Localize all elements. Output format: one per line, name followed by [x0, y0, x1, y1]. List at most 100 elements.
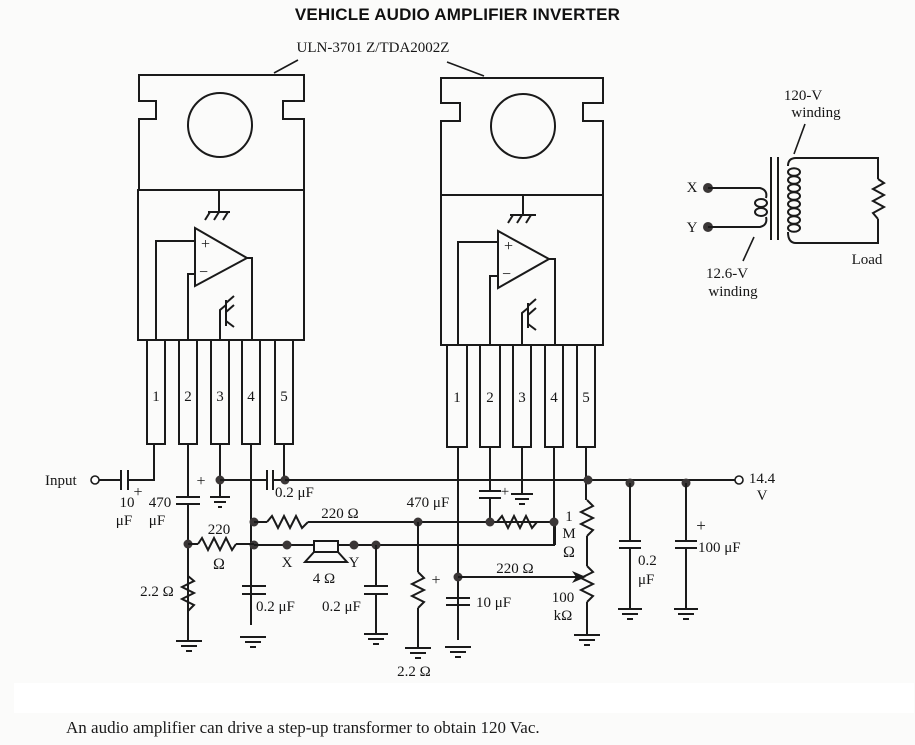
chip1-inv-wire: [187, 273, 195, 340]
chip2-tab: [440, 77, 604, 196]
amplifier-chip-2: + − 1 2 3 4 5: [440, 77, 604, 448]
input-cap-plus: +: [133, 484, 142, 501]
primary-winding-label-1: 12.6-V: [706, 266, 748, 282]
secondary-bottom-wire: [787, 219, 879, 244]
chip1-output-wire: [247, 257, 253, 340]
node-dot: [583, 475, 593, 485]
chip1-pin-label-5: 5: [280, 389, 288, 405]
chip2-noninv-wire: [457, 241, 498, 345]
chip1-pin-label-1: 1: [152, 389, 160, 405]
r2-2-bottom-plus: +: [431, 572, 440, 589]
input-cap-value-1: 10: [120, 495, 135, 511]
c02-left-label: 0.2 μF: [256, 599, 295, 615]
c02-supply-capacitor-icon: [619, 540, 641, 549]
chip1-gnd-internal: [219, 304, 227, 340]
chip2-opamp-minus: −: [502, 266, 511, 283]
supply-terminal: [734, 475, 744, 485]
load-label: Load: [852, 252, 883, 268]
chip2-chassis-ground-icon: [507, 214, 536, 224]
secondary-winding-label-2: winding: [791, 105, 841, 121]
chip2-inv-wire: [489, 275, 498, 345]
chip2-pin-label-1: 1: [453, 390, 461, 406]
secondary-label-leader: [793, 123, 806, 155]
chip2-gnd-internal: [521, 307, 529, 345]
ground-icon: [364, 633, 388, 645]
speaker-value-label: 4 Ω: [313, 571, 335, 587]
chip-label-leader-left: [273, 59, 299, 74]
load-resistor-icon: [870, 178, 887, 220]
chip2-pin-label-3: 3: [518, 390, 526, 406]
c100-plus: +: [696, 516, 706, 535]
primary-label-leader: [742, 236, 755, 262]
pin1-chip1-wire: [128, 444, 155, 481]
feedback-resistor-icon: [266, 513, 309, 531]
chip1-pin-label-4: 4: [247, 389, 255, 405]
amplifier-chip-1: + − 1 2 3 4 5: [137, 74, 305, 445]
r1m-label-1: 1: [565, 509, 573, 525]
diagram-title: VEHICLE AUDIO AMPLIFIER INVERTER: [294, 5, 621, 24]
speaker-x-label: X: [282, 555, 293, 571]
c02-left-capacitor-icon: [242, 585, 266, 595]
c10-right-capacitor-icon: [446, 597, 470, 606]
chip1-pin-label-3: 3: [216, 389, 224, 405]
ground-icon: [511, 493, 533, 505]
c02-mid-label: 0.2 μF: [322, 599, 361, 615]
figure-caption: An audio amplifier can drive a step-up t…: [66, 718, 540, 737]
r2-2-left-label: 2.2 Ω: [140, 584, 174, 600]
chip2-pin-label-4: 4: [550, 390, 558, 406]
ground-icon: [176, 640, 202, 652]
ground-icon: [210, 496, 230, 508]
chip2-feedback-resistor-icon: [496, 513, 538, 531]
ground-icon: [574, 634, 600, 646]
coupling-capacitor-icon: [266, 470, 274, 490]
speaker-y-dot: [349, 540, 359, 550]
chip2-opamp-plus: +: [504, 238, 513, 255]
r1m-resistor-icon: [578, 499, 596, 537]
ground-icon: [674, 608, 698, 620]
feedback-resistor-label: 220 Ω: [321, 506, 358, 522]
secondary-top-wire: [787, 157, 879, 179]
chip-label-leader-right: [446, 61, 485, 77]
r2-2-left-resistor-icon: [179, 575, 197, 612]
c470-chip2-capacitor-icon: [479, 490, 501, 499]
c02-supply-label-2: μF: [638, 572, 654, 588]
chip2-pin-label-2: 2: [486, 390, 494, 406]
chip1-noninv-wire: [155, 240, 195, 340]
c470-plus: +: [501, 484, 509, 500]
ground-icon: [405, 647, 431, 659]
input-capacitor-icon: [120, 470, 129, 490]
secondary-coil-icon: [787, 167, 801, 233]
input-cap-value-2: μF: [116, 513, 132, 529]
primary-coil-icon: [754, 198, 768, 217]
c02-supply-label-1: 0.2: [638, 553, 657, 569]
primary-lead-y: [708, 216, 768, 228]
wiper-resistor-label: 220 Ω: [496, 561, 533, 577]
input-label: Input: [45, 473, 77, 489]
chip1-opamp-plus: +: [201, 236, 210, 253]
pin2-resistor-label-2: Ω: [213, 556, 225, 573]
input-terminal: [90, 475, 100, 485]
chip1-pin-label-2: 2: [184, 389, 192, 405]
r2-2-bottom-label: 2.2 Ω: [397, 664, 431, 680]
supply-label-1: 14.4: [749, 471, 776, 487]
chip2-mounting-hole: [490, 93, 556, 159]
terminal-x-label: X: [687, 180, 698, 196]
c100-supply-label: 100 μF: [698, 540, 741, 556]
r1m-label-3: Ω: [563, 544, 575, 561]
primary-lead-x: [708, 187, 768, 199]
chip1-mounting-hole: [187, 92, 253, 158]
chip1-chassis-ground-icon: [204, 211, 230, 221]
chip1-pin-1: [146, 339, 166, 445]
ground-icon: [618, 608, 642, 620]
chip2-opamp-icon: [497, 229, 552, 290]
pin2-resistor-icon: [197, 535, 237, 553]
ground-icon: [240, 636, 266, 648]
pin2-cap-value-2: μF: [149, 513, 165, 529]
c470-right-label: 470 μF: [407, 495, 450, 511]
supply-label-2: V: [757, 488, 768, 504]
pin2-cap-value-1: 470: [149, 495, 172, 511]
wiper-arrow-icon: [572, 571, 586, 583]
c10-right-label: 10 μF: [476, 595, 511, 611]
chip2-pin-label-5: 5: [582, 390, 590, 406]
